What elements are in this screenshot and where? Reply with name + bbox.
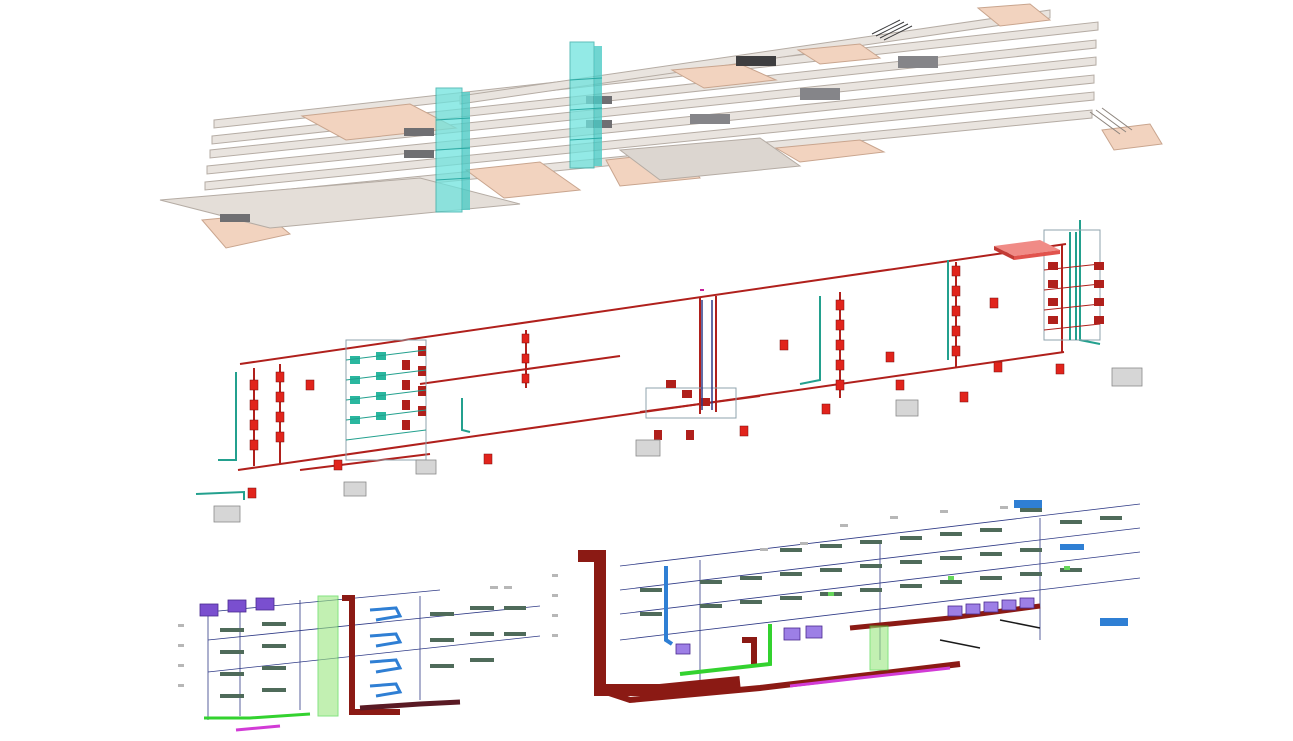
fan-coil-2 <box>1100 618 1128 626</box>
ahu-unit-10 <box>1019 597 1035 609</box>
teal-riser-mid <box>461 398 471 433</box>
black-pipe-1 <box>939 639 981 649</box>
fire-protection-layer <box>195 220 1143 523</box>
blue-pipe-loop-2 <box>369 632 403 648</box>
platform-right-ramp <box>1101 123 1163 151</box>
ahu-unit-4 <box>783 627 801 641</box>
elevator-shaft-left <box>435 87 471 213</box>
blue-riser-right <box>664 566 674 646</box>
ahu-unit-11 <box>675 643 691 655</box>
elevator-shaft-right <box>569 41 603 169</box>
platform-mid-2 <box>796 43 882 65</box>
ahu-unit-9 <box>1001 599 1017 611</box>
concourse-right <box>618 137 802 181</box>
platform-right-top <box>976 3 1052 27</box>
ahu-unit-6 <box>947 605 963 617</box>
blue-pipe-loop-3 <box>369 658 403 674</box>
platform-mid <box>670 63 778 89</box>
maroon-duct-left <box>342 595 400 715</box>
fan-coil-1 <box>1014 500 1042 508</box>
service-block-6 <box>898 56 938 68</box>
maroon-duct-bottom-left <box>359 699 461 711</box>
branch-pipe-b <box>299 453 431 471</box>
architecture-floors-layer <box>159 3 1163 249</box>
ahu-unit-1 <box>199 603 219 617</box>
black-pipe-2 <box>999 619 1041 629</box>
fire-water-tank <box>994 240 1060 260</box>
platform-lower-mid <box>464 161 582 199</box>
service-block-7 <box>800 88 840 100</box>
pump-skid-3 <box>415 459 437 475</box>
green-riser-right <box>869 625 889 671</box>
pump-skid-6 <box>1111 367 1143 387</box>
green-pipe-left <box>204 712 311 720</box>
ahu-unit-3 <box>255 597 275 611</box>
service-block-1 <box>404 128 434 136</box>
blue-pipe-loop-4 <box>369 682 403 698</box>
magenta-pipe-right <box>789 666 951 688</box>
pump-skid-1 <box>213 505 241 523</box>
ahu-unit-5 <box>805 625 823 639</box>
stair-top-right <box>871 19 913 41</box>
main-pipe-mid <box>419 355 621 385</box>
floor-slab-2 <box>204 91 1095 191</box>
pump-tower-left <box>345 339 427 461</box>
ahu-unit-7 <box>965 603 981 615</box>
green-riser-left <box>317 595 339 717</box>
service-block-5 <box>690 114 730 124</box>
hvac-block-right <box>552 500 1141 704</box>
pump-skid-4 <box>635 439 661 457</box>
floor-slab-3 <box>206 74 1095 175</box>
blue-pipe-loop-1 <box>369 606 403 622</box>
pump-tower-right <box>1043 229 1104 341</box>
teal-branch-bottom <box>195 490 245 500</box>
platform-lower-right <box>774 139 886 163</box>
hvac-block-left <box>178 586 541 732</box>
ahu-unit-2 <box>227 599 247 613</box>
stair-right <box>1089 107 1133 135</box>
pump-skid-2 <box>343 481 367 497</box>
fire-valve-group <box>247 265 1065 499</box>
main-pipe-upper <box>239 243 1067 365</box>
pump-assembly-center <box>645 289 737 440</box>
green-pipe-right <box>679 624 772 676</box>
pump-skid-5 <box>895 399 919 417</box>
service-block-9 <box>220 214 250 222</box>
teal-pipe-center <box>799 296 821 385</box>
hvac-mep-layer <box>178 500 1141 732</box>
service-block-8 <box>736 56 776 66</box>
teal-riser-left <box>218 372 237 461</box>
ahu-unit-8 <box>983 601 999 613</box>
fan-coil-3 <box>1060 544 1084 550</box>
magenta-pipe-left <box>235 724 281 732</box>
service-block-2 <box>404 150 434 158</box>
